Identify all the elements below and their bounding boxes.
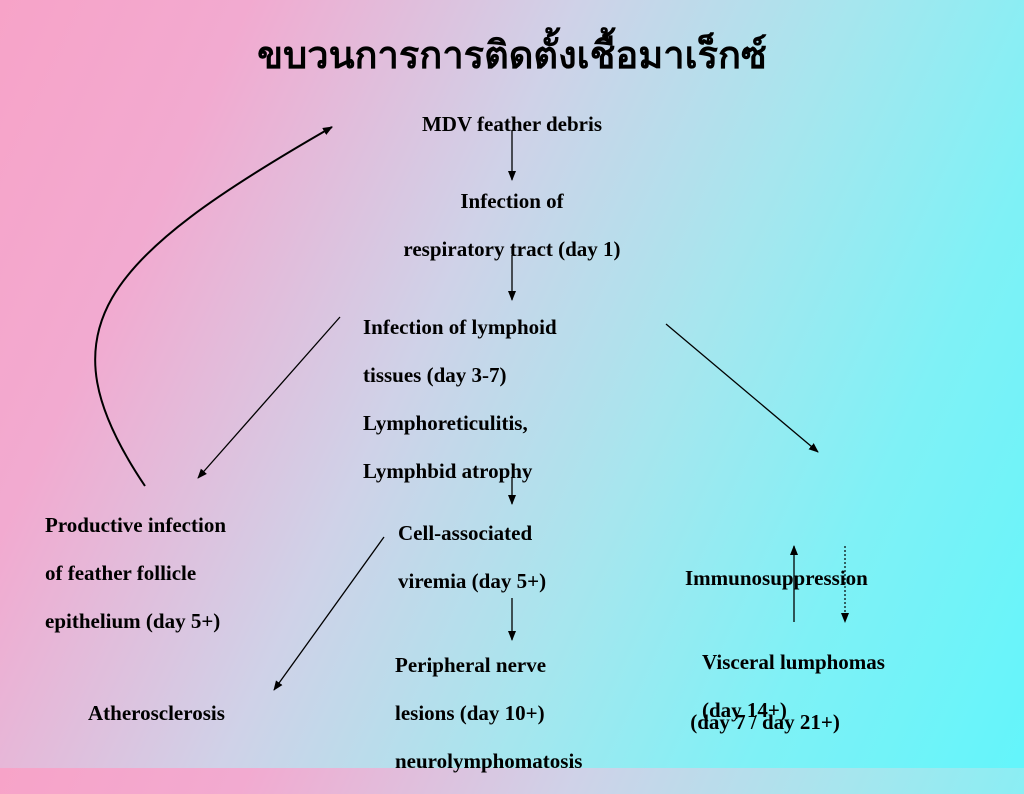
- page-title: ขบวนการการติดตั้งเชื้อมาเร็กซ์: [257, 32, 767, 77]
- node-cell-associated-viremia: Cell-associated viremia (day 5+): [398, 521, 547, 593]
- node-atherosclerosis: Atherosclerosis: [88, 701, 225, 725]
- node-peripheral-nerve-lesions: Peripheral nerve lesions (day 10+) neuro…: [395, 653, 583, 773]
- arrow-lymphoid-to-productive: [197, 316, 341, 479]
- node-visceral-lymphomas: Visceral lumphomas (day 14+): [702, 650, 885, 722]
- node-mdv-feather-debris: MDV feather debris: [421, 112, 603, 136]
- arrow-lymphoid-to-immuno: [665, 323, 819, 453]
- node-lymphoid-infection: Infection of lymphoid tissues (day 3-7) …: [363, 315, 557, 483]
- arrow-productive-to-mdv-curve: [94, 126, 333, 487]
- arrow-viremia-to-atherosclerosis: [273, 536, 385, 691]
- node-immunosuppression: Immunosuppression (day 7 / day 21+): [685, 566, 868, 734]
- node-respiratory-infection: Infection of respiratory tract (day 1): [403, 189, 621, 261]
- node-productive-infection: Productive infection of feather follicle…: [45, 513, 227, 633]
- flow-arrows: [94, 126, 849, 691]
